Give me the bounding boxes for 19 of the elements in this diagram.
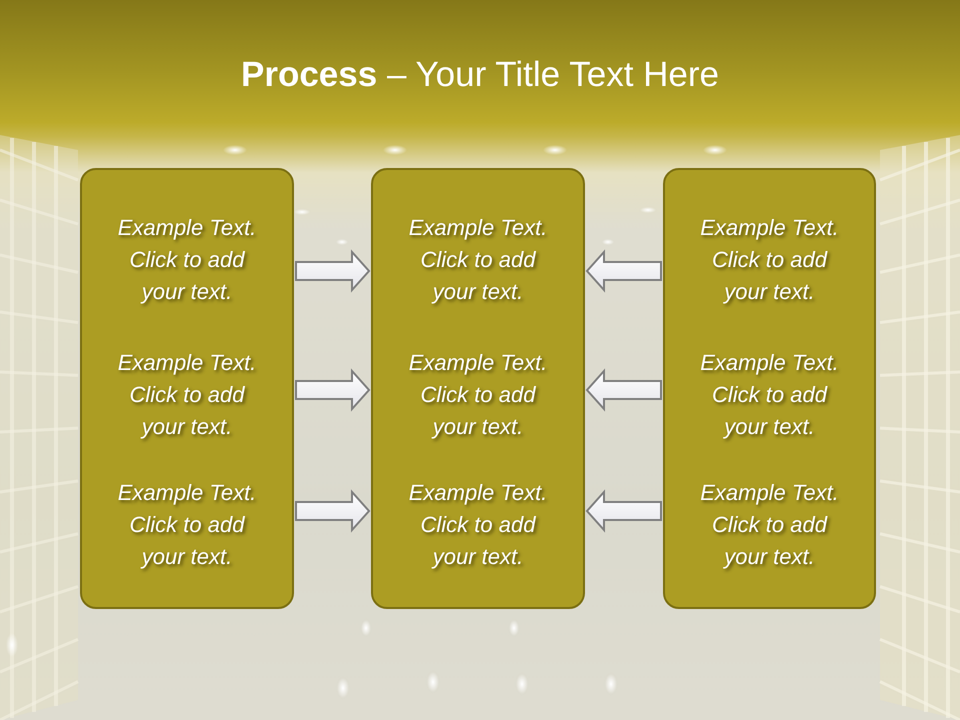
block-arrow [586, 489, 662, 533]
block-arrow [586, 368, 662, 412]
step-text: Example Text. Click to add your text. [116, 349, 258, 441]
step-text: Example Text. Click to add your text. [699, 214, 840, 306]
step-panel [80, 168, 294, 609]
step-text: Example Text. Click to add your text. [408, 214, 548, 306]
slide-title: Process – Your Title Text Here [241, 54, 719, 96]
step-text: Example Text. Click to add your text. [116, 479, 258, 571]
step-panel [371, 168, 585, 609]
block-arrow [295, 489, 370, 533]
step-panel [663, 168, 876, 609]
step-text: Example Text. Click to add your text. [699, 479, 840, 571]
block-arrow [586, 249, 662, 293]
step-text: Example Text. Click to add your text. [408, 349, 548, 441]
step-text: Example Text. Click to add your text. [116, 214, 258, 306]
block-arrow [295, 368, 370, 412]
step-text: Example Text. Click to add your text. [699, 349, 840, 441]
step-text: Example Text. Click to add your text. [408, 479, 548, 571]
block-arrow [295, 249, 370, 293]
